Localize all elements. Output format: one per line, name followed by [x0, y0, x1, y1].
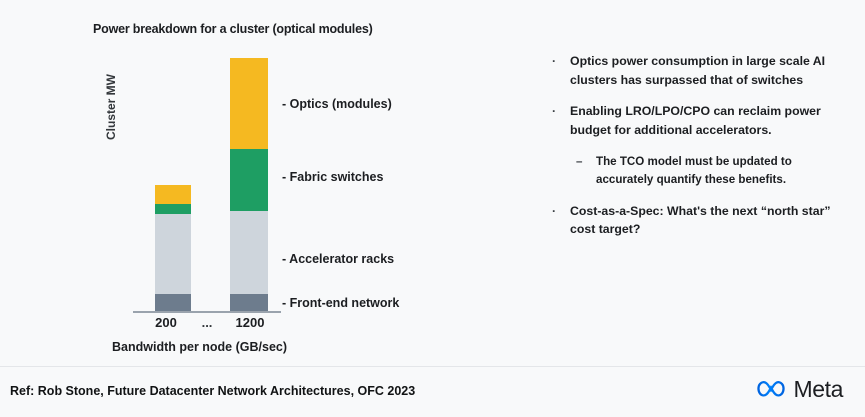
- chart-panel: Power breakdown for a cluster (optical m…: [93, 22, 400, 354]
- bullet-marker-icon: ·: [552, 203, 557, 218]
- reference-text: Ref: Rob Stone, Future Datacenter Networ…: [10, 384, 416, 398]
- x-tick-label-200: 200: [155, 315, 177, 330]
- meta-wordmark: Meta: [793, 376, 843, 402]
- bullet-item: · Cost-as-a-Spec: What's the next “north…: [540, 202, 850, 239]
- chart-title: Power breakdown for a cluster (optical m…: [93, 22, 373, 36]
- plot-area: [133, 50, 283, 312]
- segment-label-frontend: - Front-end network: [282, 296, 400, 310]
- x-tick-label-1200: 1200: [235, 315, 265, 330]
- bullet-text: Optics power consumption in large scale …: [570, 54, 826, 87]
- bar-segment-accelerator[interactable]: [230, 211, 268, 294]
- bullet-marker-icon: ·: [552, 54, 557, 68]
- bullet-text: Cost-as-a-Spec: What's the next “north s…: [570, 203, 831, 237]
- footer-divider: [0, 366, 865, 367]
- bullet-item: · Enabling LRO/LPO/CPO can reclaim power…: [540, 102, 850, 139]
- bullet-panel: · Optics power consumption in large scal…: [540, 52, 850, 252]
- y-axis-label: Cluster MW: [104, 74, 118, 140]
- stacked-bar-200[interactable]: [155, 185, 191, 312]
- bullet-item: · Optics power consumption in large scal…: [540, 52, 850, 89]
- bar-segment-fabric[interactable]: [230, 149, 268, 211]
- bullet-text: Enabling LRO/LPO/CPO can reclaim power b…: [570, 104, 821, 138]
- bar-segment-fabric[interactable]: [155, 204, 191, 214]
- meta-infinity-icon: [756, 380, 786, 400]
- stacked-bar-1200[interactable]: [230, 58, 268, 312]
- bullet-sub-text: The TCO model must be updated to accurat…: [596, 154, 792, 186]
- segment-label-accelerator: - Accelerator racks: [282, 252, 395, 266]
- bar-segment-frontend[interactable]: [230, 294, 268, 312]
- meta-logo: Meta: [756, 378, 843, 401]
- x-tick-label-ellipsis: ...: [201, 315, 213, 330]
- x-axis-label: Bandwidth per node (GB/sec): [112, 340, 288, 354]
- segment-label-optics: - Optics (modules): [282, 97, 392, 111]
- x-axis-line: [133, 311, 281, 313]
- bar-segment-accelerator[interactable]: [155, 214, 191, 294]
- bar-segment-optics[interactable]: [230, 58, 268, 149]
- segment-label-fabric: - Fabric switches: [282, 170, 384, 184]
- bullet-dash-icon: –: [576, 154, 583, 168]
- bullet-sub-item: – The TCO model must be updated to accur…: [540, 153, 850, 189]
- bar-segment-frontend[interactable]: [155, 294, 191, 312]
- bullet-marker-icon: ·: [552, 104, 557, 119]
- bar-segment-optics[interactable]: [155, 185, 191, 204]
